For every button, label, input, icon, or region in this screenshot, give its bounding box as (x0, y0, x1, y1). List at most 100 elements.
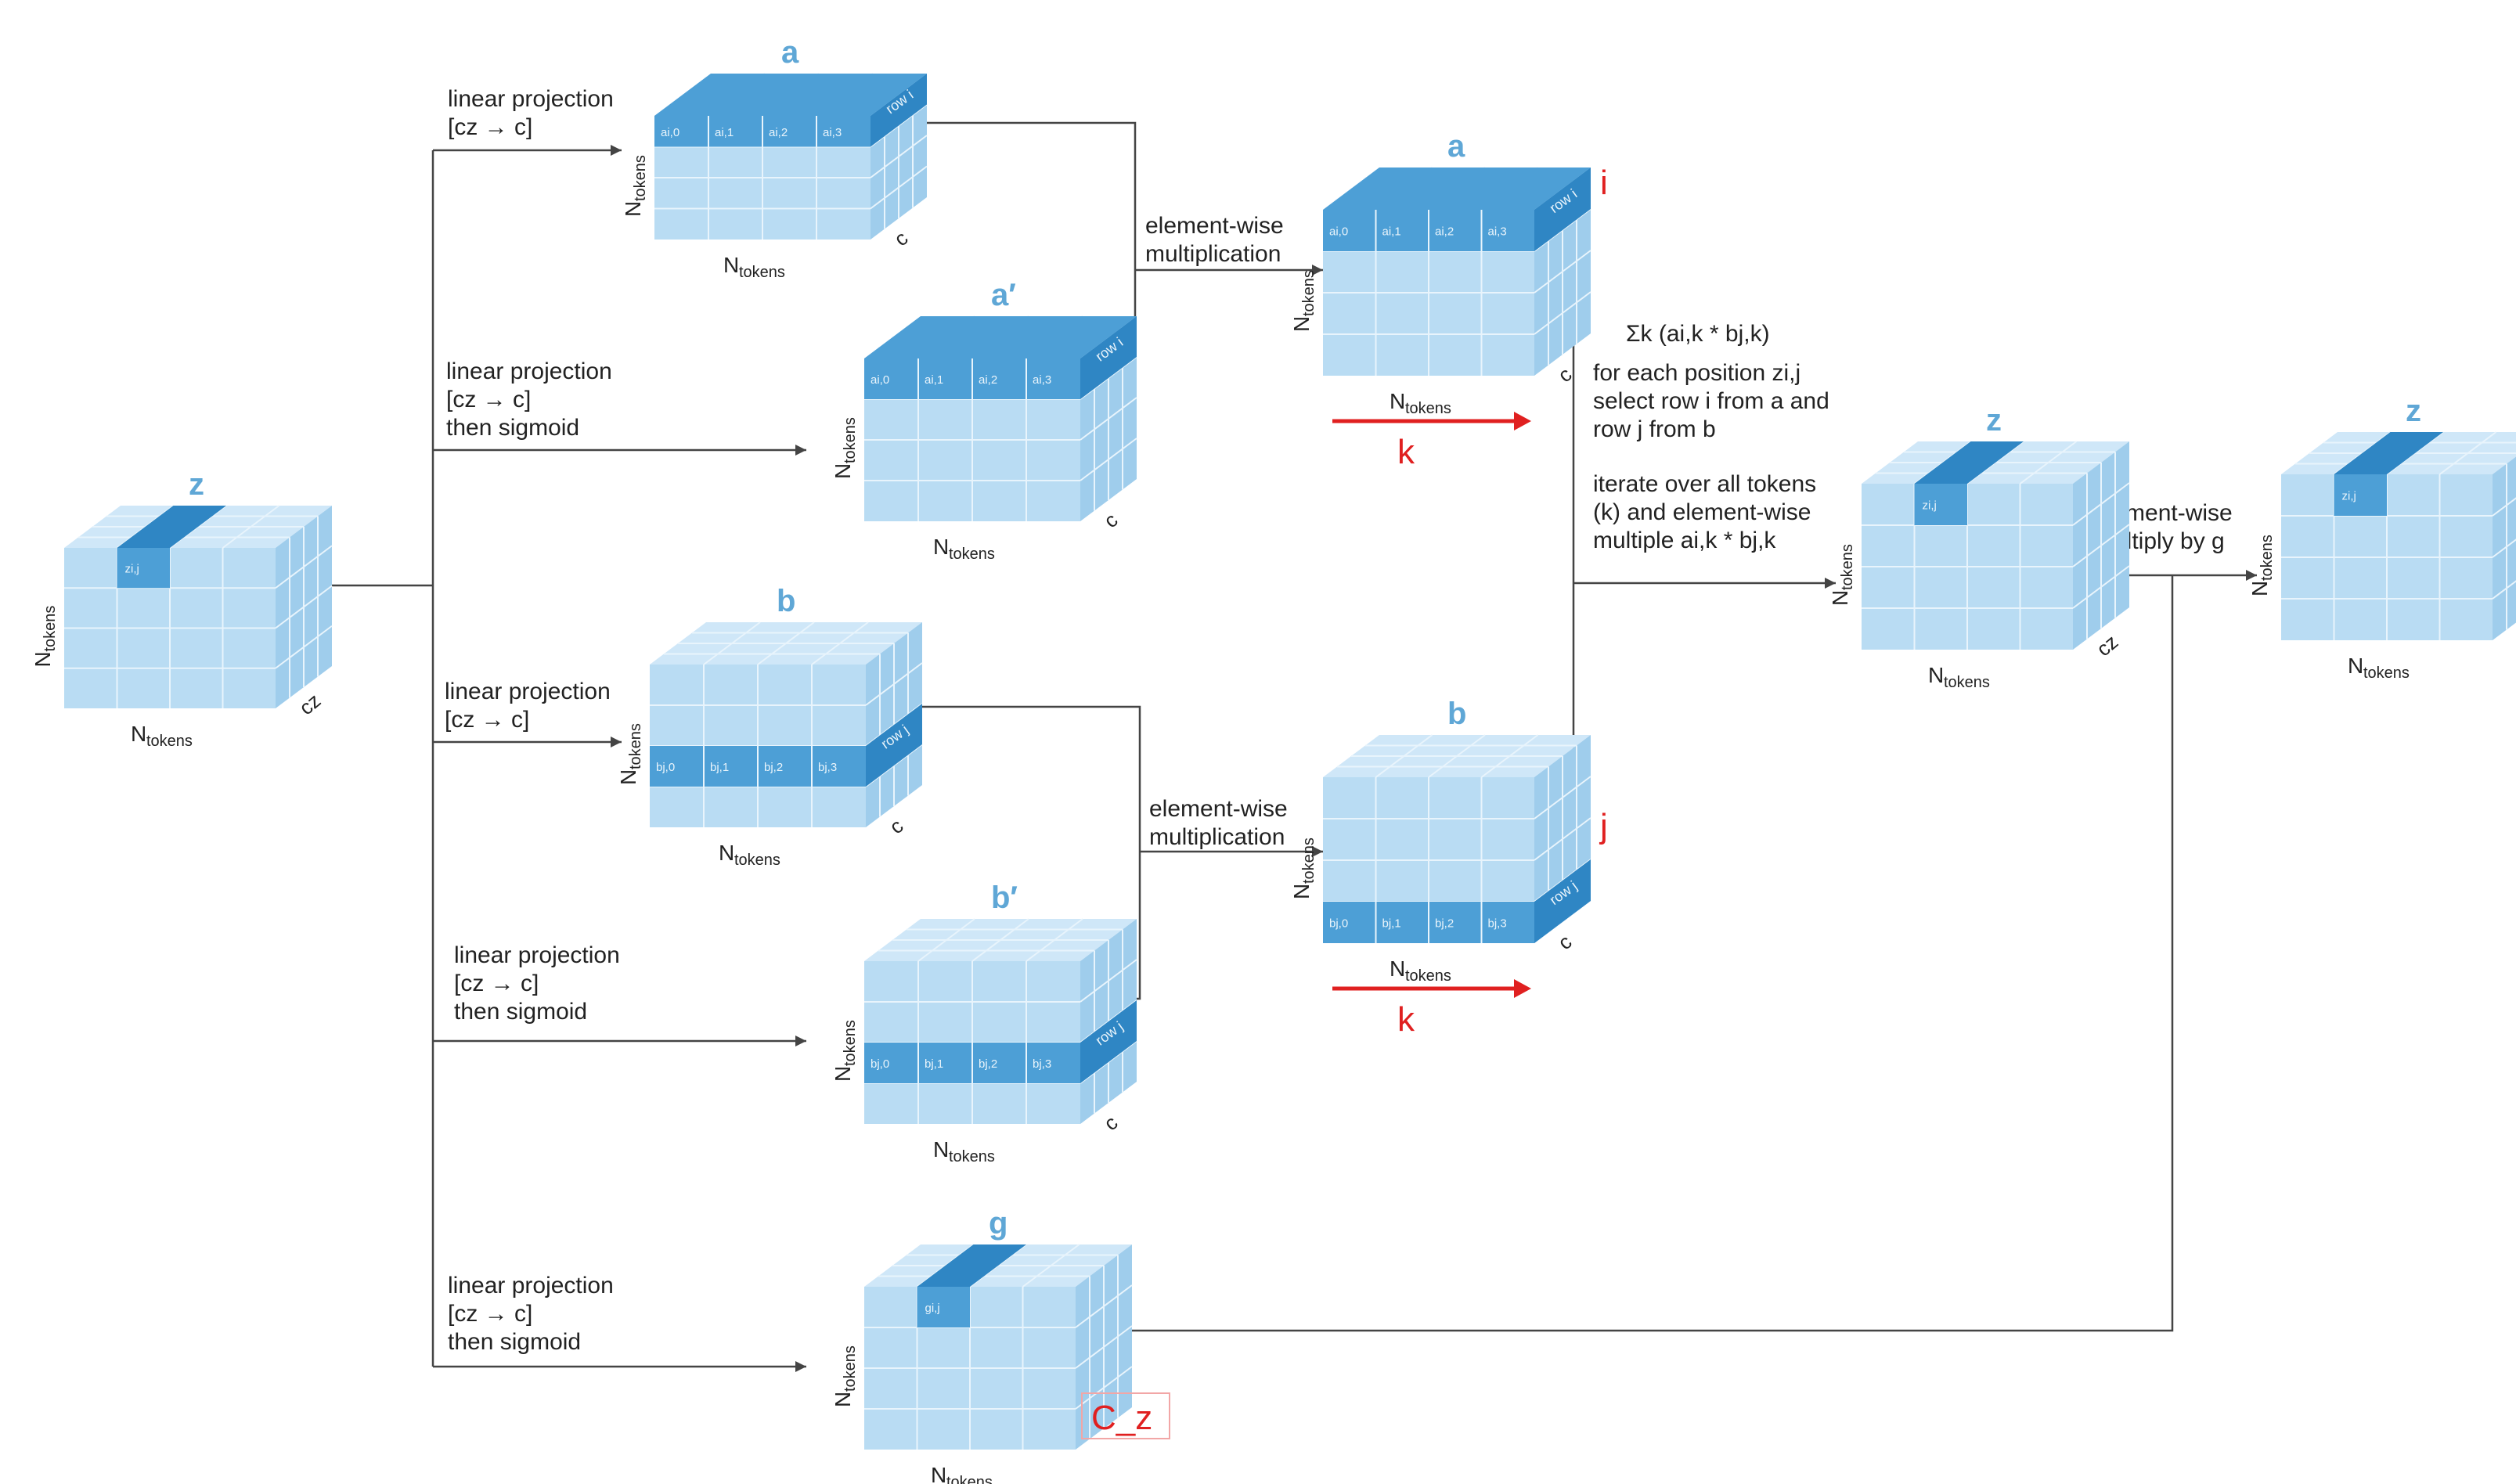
cube-grid-line (2492, 580, 2516, 600)
row-cell-label: bj,0 (871, 1057, 889, 1071)
side-label-annotation: C_z (1091, 1399, 1152, 1437)
row-band-side (1080, 1000, 1137, 1083)
projection-b-line1: linear projection (445, 679, 611, 704)
cube-grid-line (811, 621, 869, 665)
cube-grid-line (2072, 565, 2130, 609)
row-cell-label: ai,0 (661, 126, 679, 139)
projection-g-line2: [cz → c] (448, 1301, 532, 1327)
annotation-box (1081, 1392, 1170, 1439)
projection-label-b: linear projection [cz → c] (445, 679, 611, 733)
row-cell-label: bj,3 (818, 761, 837, 774)
row-cell-label: bj,2 (1435, 917, 1454, 931)
axis-N: N (933, 535, 949, 559)
projection-b2-line1: linear projection (454, 942, 620, 968)
axis-N: N (616, 769, 640, 785)
cube-title: b′ (991, 881, 1018, 915)
row-cell-label: ai,0 (871, 373, 889, 387)
cube-title: z (189, 467, 204, 502)
axis-N: N (1289, 884, 1314, 899)
axis-tokens: tokens (1839, 544, 1856, 590)
axis-N: N (831, 463, 855, 479)
row-cell-label: ai,2 (979, 373, 997, 387)
row-band-top (1323, 167, 1591, 210)
explain1-line3: row j from b (1593, 416, 1716, 442)
projection-label-a2: linear projection [cz → c] then sigmoid (446, 358, 612, 441)
column-top (1914, 441, 2024, 484)
k-arrow-head (1514, 412, 1531, 430)
cell-label: zi,j (2342, 490, 2356, 503)
column-top (917, 1244, 1026, 1287)
cube-title: b (777, 584, 795, 618)
projection-b2-line2: [cz → c] (454, 971, 539, 996)
row-cell-label: ai,3 (1033, 373, 1051, 387)
row-band-side (1080, 316, 1137, 399)
row-cell-label: ai,3 (823, 126, 842, 139)
cell-label: gi,j (925, 1302, 940, 1315)
row-cell-label: ai,1 (715, 126, 734, 139)
side-label: c (1099, 508, 1122, 532)
sum-formula: Σk (ai,k * bj,k) (1626, 321, 1770, 347)
axis-N: N (2348, 654, 2363, 678)
axis-N: N (933, 1137, 949, 1162)
axis-N: N (719, 841, 734, 865)
cube-grid-line (2019, 441, 2078, 484)
k-arrow-head (1514, 979, 1531, 998)
cube-grid-line (2492, 538, 2516, 558)
cube-grid-line (275, 585, 333, 629)
cube-title: z (2406, 394, 2421, 428)
axis-tokens: tokens (842, 1345, 859, 1392)
projection-g-line3: then sigmoid (448, 1329, 581, 1355)
axis-N: N (621, 201, 645, 217)
side-label: c (885, 814, 907, 838)
cube-title: a′ (991, 278, 1016, 312)
projection-label-b2: linear projection [cz → c] then sigmoid (454, 942, 620, 1025)
row-cell-label: bj,1 (925, 1057, 943, 1071)
row-cell-label: bj,0 (656, 761, 675, 774)
axis-N: N (831, 1392, 855, 1407)
row-cell-label: bj,1 (710, 761, 729, 774)
axis-tokens: tokens (1300, 270, 1317, 316)
projection-b-line2: [cz → c] (445, 707, 529, 733)
column-top (2334, 432, 2443, 474)
axis-tokens: tokens (632, 155, 649, 201)
row-band-top (864, 316, 1137, 358)
row-band-side (1534, 167, 1591, 251)
explain2-line3: multiple ai,k * bj,k (1593, 528, 1776, 553)
cell-highlight (2334, 474, 2387, 516)
cube-title: a (1447, 129, 1465, 164)
cell-label: zi,j (125, 563, 139, 576)
projection-a-line2: [cz → c] (448, 114, 532, 140)
op-label-mul-a: element-wise multiplication (1145, 213, 1284, 267)
row-cell-label: bj,1 (1382, 917, 1401, 931)
red-index-annotation: j (1599, 807, 1608, 845)
column-top (117, 506, 226, 548)
side-label: c (1099, 1111, 1122, 1135)
side-label: cz (2092, 630, 2122, 661)
axis-N: N (2247, 581, 2272, 596)
op-mul-b-line2: multiplication (1149, 824, 1285, 850)
row-cell-label: bj,3 (1033, 1057, 1051, 1071)
row-band-side (1534, 859, 1591, 943)
axis-tokens: tokens (842, 417, 859, 463)
row-cell-label: ai,3 (1488, 225, 1507, 239)
op-label-mul-b: element-wise multiplication (1149, 796, 1288, 850)
projection-label-g: linear projection [cz → c] then sigmoid (448, 1273, 614, 1355)
axis-tokens: tokens (2363, 665, 2410, 682)
axis-N: N (931, 1463, 946, 1484)
cube-grid-line (1026, 918, 1083, 962)
cube-grid-line (1022, 1244, 1080, 1288)
axis-N: N (131, 722, 146, 746)
projection-a-line1: linear projection (448, 86, 614, 112)
row-cell-label: bj,2 (979, 1057, 997, 1071)
